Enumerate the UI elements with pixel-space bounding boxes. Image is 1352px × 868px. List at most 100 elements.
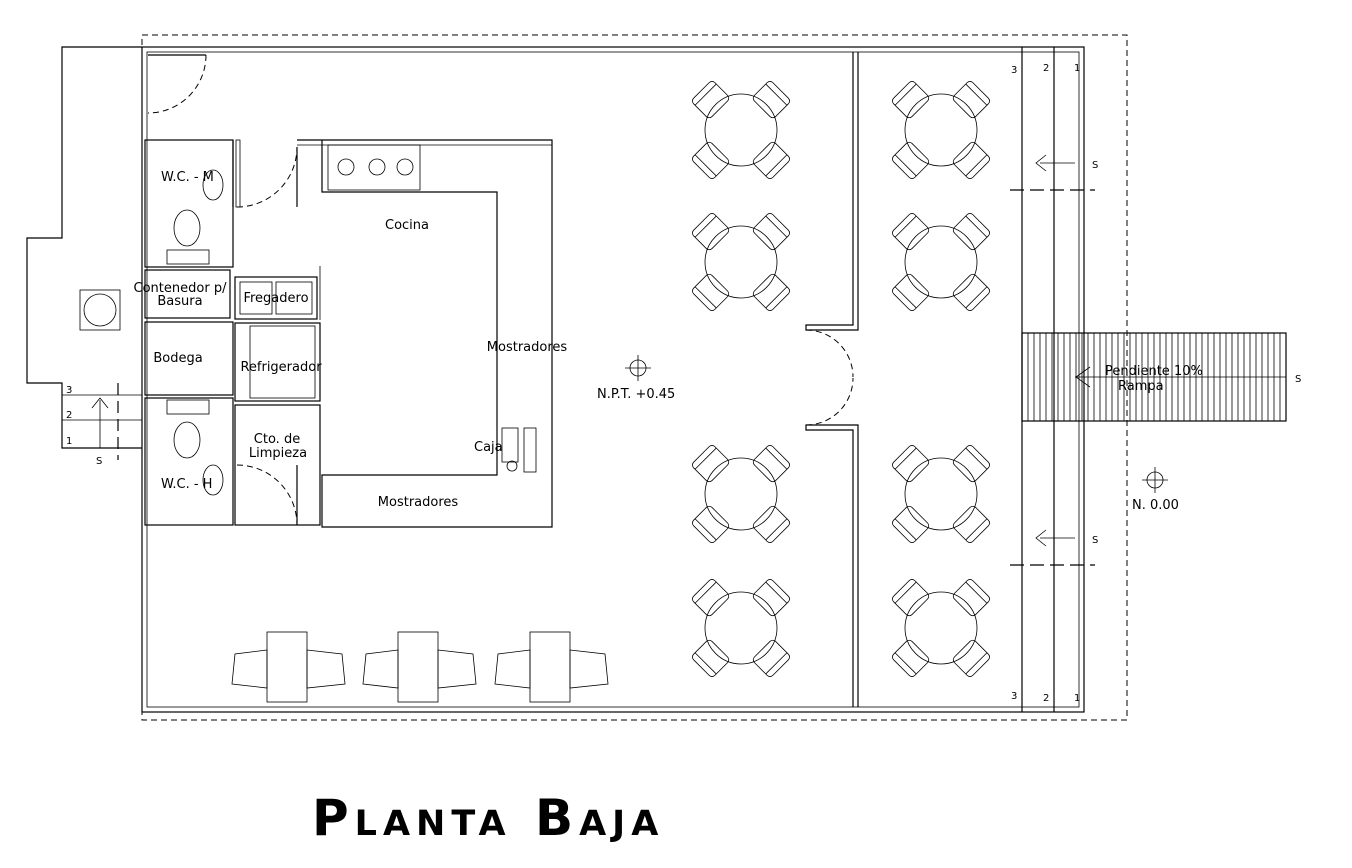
label-refrigerador: Refrigerador [240, 360, 322, 375]
chair [692, 579, 730, 617]
table-top [704, 225, 778, 299]
chair [892, 639, 930, 677]
contenedor-room [79, 269, 231, 331]
label-cocina: Cocina [385, 218, 429, 233]
right-top-step-2: 2 [1043, 63, 1049, 74]
chair [892, 213, 930, 251]
chair [952, 445, 990, 483]
booth-table [362, 631, 477, 703]
table-top [904, 591, 978, 665]
ramp-s-label: S [1295, 374, 1301, 385]
round-table [692, 81, 790, 179]
plan-title: Planta Baja [312, 789, 664, 847]
chair [752, 81, 790, 119]
chair [752, 579, 790, 617]
chair [752, 639, 790, 677]
table-top [704, 591, 778, 665]
level-marker-npt [625, 355, 651, 381]
chair [952, 579, 990, 617]
label-n0: N. 0.00 [1132, 498, 1179, 513]
stair-top-s-label: S [1092, 160, 1098, 171]
left-step-3: 3 [66, 385, 72, 396]
chair [692, 639, 730, 677]
chair [892, 273, 930, 311]
booth-table [494, 631, 609, 703]
ramp [1021, 332, 1287, 422]
chair [952, 81, 990, 119]
level-marker-n0 [1142, 467, 1168, 493]
chair [752, 213, 790, 251]
left-step-2: 2 [66, 410, 72, 421]
chair [752, 505, 790, 543]
label-bodega: Bodega [153, 351, 202, 366]
wc-h-room [144, 397, 298, 526]
label-contenedor-2: Basura [157, 294, 202, 309]
chair [952, 639, 990, 677]
right-top-step-1: 1 [1074, 63, 1080, 74]
table-top [704, 93, 778, 167]
chair [892, 579, 930, 617]
round-table [692, 445, 790, 543]
label-ramp-slope: Pendiente 10% [1105, 364, 1203, 379]
bodega-room [144, 321, 234, 396]
label-mostradores-1: Mostradores [487, 340, 568, 355]
chair [952, 273, 990, 311]
dining-partition [805, 52, 859, 707]
round-table [692, 579, 790, 677]
entrance-door [147, 54, 207, 114]
table-top [904, 93, 978, 167]
round-table [892, 81, 990, 179]
round-table [692, 213, 790, 311]
stair-bottom-s-label: S [1092, 535, 1098, 546]
round-table [892, 213, 990, 311]
round-table [892, 579, 990, 677]
table-top [704, 457, 778, 531]
chair [952, 505, 990, 543]
label-wc-h: W.C. - H [161, 477, 212, 492]
chair [952, 141, 990, 179]
right-bottom-step-2: 2 [1043, 693, 1049, 704]
booth-tables [231, 631, 609, 703]
chair [892, 81, 930, 119]
right-bottom-step-3: 3 [1011, 691, 1017, 702]
left-step-1: 1 [66, 436, 72, 447]
chair [892, 445, 930, 483]
chair [692, 273, 730, 311]
label-contenedor-1: Contenedor p/ [134, 281, 228, 296]
label-wc-m: W.C. - M [161, 170, 214, 185]
dining-tables [692, 81, 990, 677]
chair [692, 445, 730, 483]
right-top-step-3: 3 [1011, 65, 1017, 76]
chair [892, 141, 930, 179]
wc-m-room [144, 139, 298, 268]
chair [692, 141, 730, 179]
left-s-label: S [96, 456, 102, 467]
roof-outline [141, 34, 1128, 721]
left-stairs [62, 383, 142, 460]
booth-table [231, 631, 346, 703]
table-top [904, 225, 978, 299]
chair [952, 213, 990, 251]
refrigerador-unit [234, 322, 321, 402]
label-mostradores-2: Mostradores [378, 495, 459, 510]
chair [752, 273, 790, 311]
round-table [892, 445, 990, 543]
kitchen-counters [297, 139, 553, 528]
right-stairs [1010, 47, 1095, 712]
chair [752, 445, 790, 483]
label-npt: N.P.T. +0.45 [597, 387, 675, 402]
chair [692, 213, 730, 251]
fregadero-unit [234, 266, 321, 320]
limpieza-room [234, 404, 321, 526]
right-bottom-step-1: 1 [1074, 693, 1080, 704]
label-limpieza-1: Cto. de [254, 432, 300, 447]
chair [892, 505, 930, 543]
chair [752, 141, 790, 179]
table-top [904, 457, 978, 531]
label-limpieza-2: Limpieza [249, 446, 307, 461]
chair [692, 505, 730, 543]
chair [692, 81, 730, 119]
exterior-walls [26, 46, 1085, 713]
label-caja: Caja [474, 440, 503, 455]
